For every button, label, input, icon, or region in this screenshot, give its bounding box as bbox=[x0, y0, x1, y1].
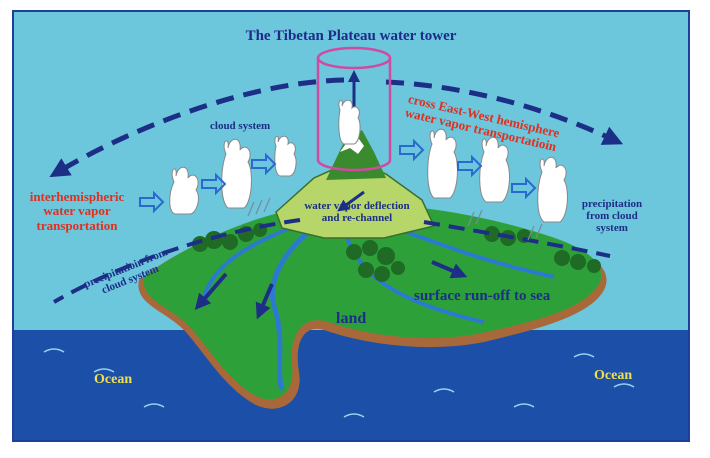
runoff-arrow bbox=[255, 283, 274, 320]
diagram-frame: The Tibetan Plateau water tower cloud sy… bbox=[12, 10, 690, 442]
water-tower-cylinder bbox=[316, 46, 392, 172]
label-cloud-system: cloud system bbox=[210, 120, 271, 132]
cloud-flow-arrows bbox=[139, 138, 537, 214]
label-interhemispheric: interhemispheric water vapor transportat… bbox=[29, 189, 125, 233]
tree-cluster-left bbox=[192, 223, 267, 252]
vapor-arrow-east bbox=[385, 79, 624, 145]
land bbox=[143, 203, 602, 400]
diagram-title: The Tibetan Plateau water tower bbox=[245, 28, 457, 44]
label-surface-runoff: surface run-off to sea bbox=[414, 288, 551, 304]
cloud-column bbox=[169, 99, 568, 223]
precipitation-streaks bbox=[247, 197, 543, 241]
label-precipitation-right: precipitation from cloud system bbox=[581, 198, 643, 235]
ocean-waves bbox=[43, 348, 635, 418]
river bbox=[269, 225, 316, 391]
deflection-arrow bbox=[337, 190, 365, 212]
river bbox=[342, 226, 485, 324]
label-ocean-right: Ocean bbox=[594, 368, 633, 383]
ocean bbox=[14, 330, 688, 440]
label-vapor-deflection: water vapor deflection and re-channel bbox=[304, 200, 410, 225]
label-ocean-left: Ocean bbox=[94, 372, 133, 387]
tree-cluster-right bbox=[484, 226, 601, 273]
runoff-arrow bbox=[431, 260, 468, 279]
tree-cluster-center bbox=[346, 240, 405, 282]
mountain-peak bbox=[326, 130, 386, 180]
vapor-arrow-lower-left bbox=[53, 218, 301, 304]
label-land: land bbox=[336, 310, 367, 327]
runoff-arrow bbox=[194, 272, 228, 311]
diagram-canvas bbox=[14, 12, 688, 440]
vapor-arrow-west bbox=[49, 77, 345, 178]
